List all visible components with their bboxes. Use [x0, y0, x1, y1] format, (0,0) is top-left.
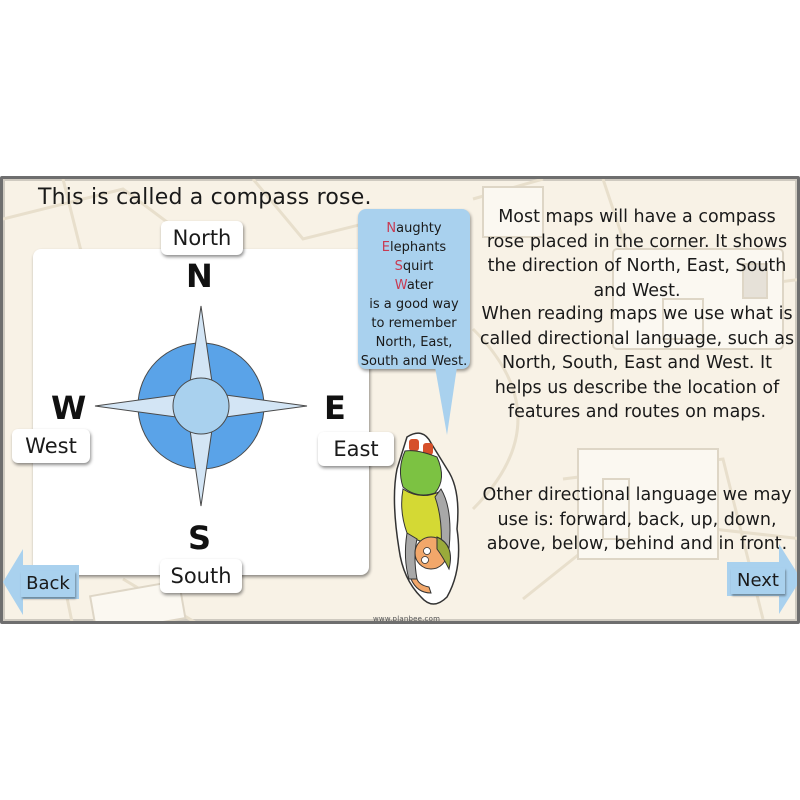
paragraph-compass-rose: Most maps will have a compass rose place… — [486, 207, 788, 301]
speech-bubble-tail — [435, 367, 457, 435]
paragraph-other-language: Other directional language we may use is… — [482, 485, 792, 554]
back-label: Back — [21, 571, 75, 597]
compass-rose-icon — [94, 305, 308, 507]
north-letter: N — [186, 257, 213, 295]
north-label: North — [161, 221, 243, 255]
south-letter: S — [188, 519, 212, 557]
slide-title: This is called a compass rose. — [38, 185, 372, 210]
mnemonic-speech-bubble: Naughty Elephants Squirt Water is a good… — [358, 209, 470, 369]
back-button[interactable]: Back — [3, 549, 83, 615]
mnemonic-text: is a good way — [369, 297, 459, 312]
handstand-child-illustration — [393, 432, 460, 605]
mnemonic-line: Elephants — [381, 240, 447, 255]
map-background-illustration — [3, 179, 797, 621]
mnemonic-text: to remember — [371, 316, 457, 331]
next-label: Next — [731, 568, 785, 594]
lesson-slide: This is called a compass rose. N W E S N… — [0, 176, 800, 624]
paragraph-directional-language: When reading maps we use what is called … — [479, 304, 795, 422]
east-label: East — [318, 432, 394, 466]
mnemonic-text: South and West. — [360, 354, 468, 369]
mnemonic-line: Naughty — [386, 221, 442, 236]
mnemonic-line: Water — [394, 278, 434, 293]
west-label: West — [12, 429, 90, 463]
next-button[interactable]: Next — [723, 544, 797, 614]
website-credit: www.planbee.com — [373, 615, 441, 623]
west-letter: W — [51, 389, 87, 427]
south-label: South — [160, 559, 242, 593]
mnemonic-line: Squirt — [394, 259, 434, 274]
east-letter: E — [324, 389, 346, 427]
mnemonic-text: North, East, — [375, 335, 453, 350]
